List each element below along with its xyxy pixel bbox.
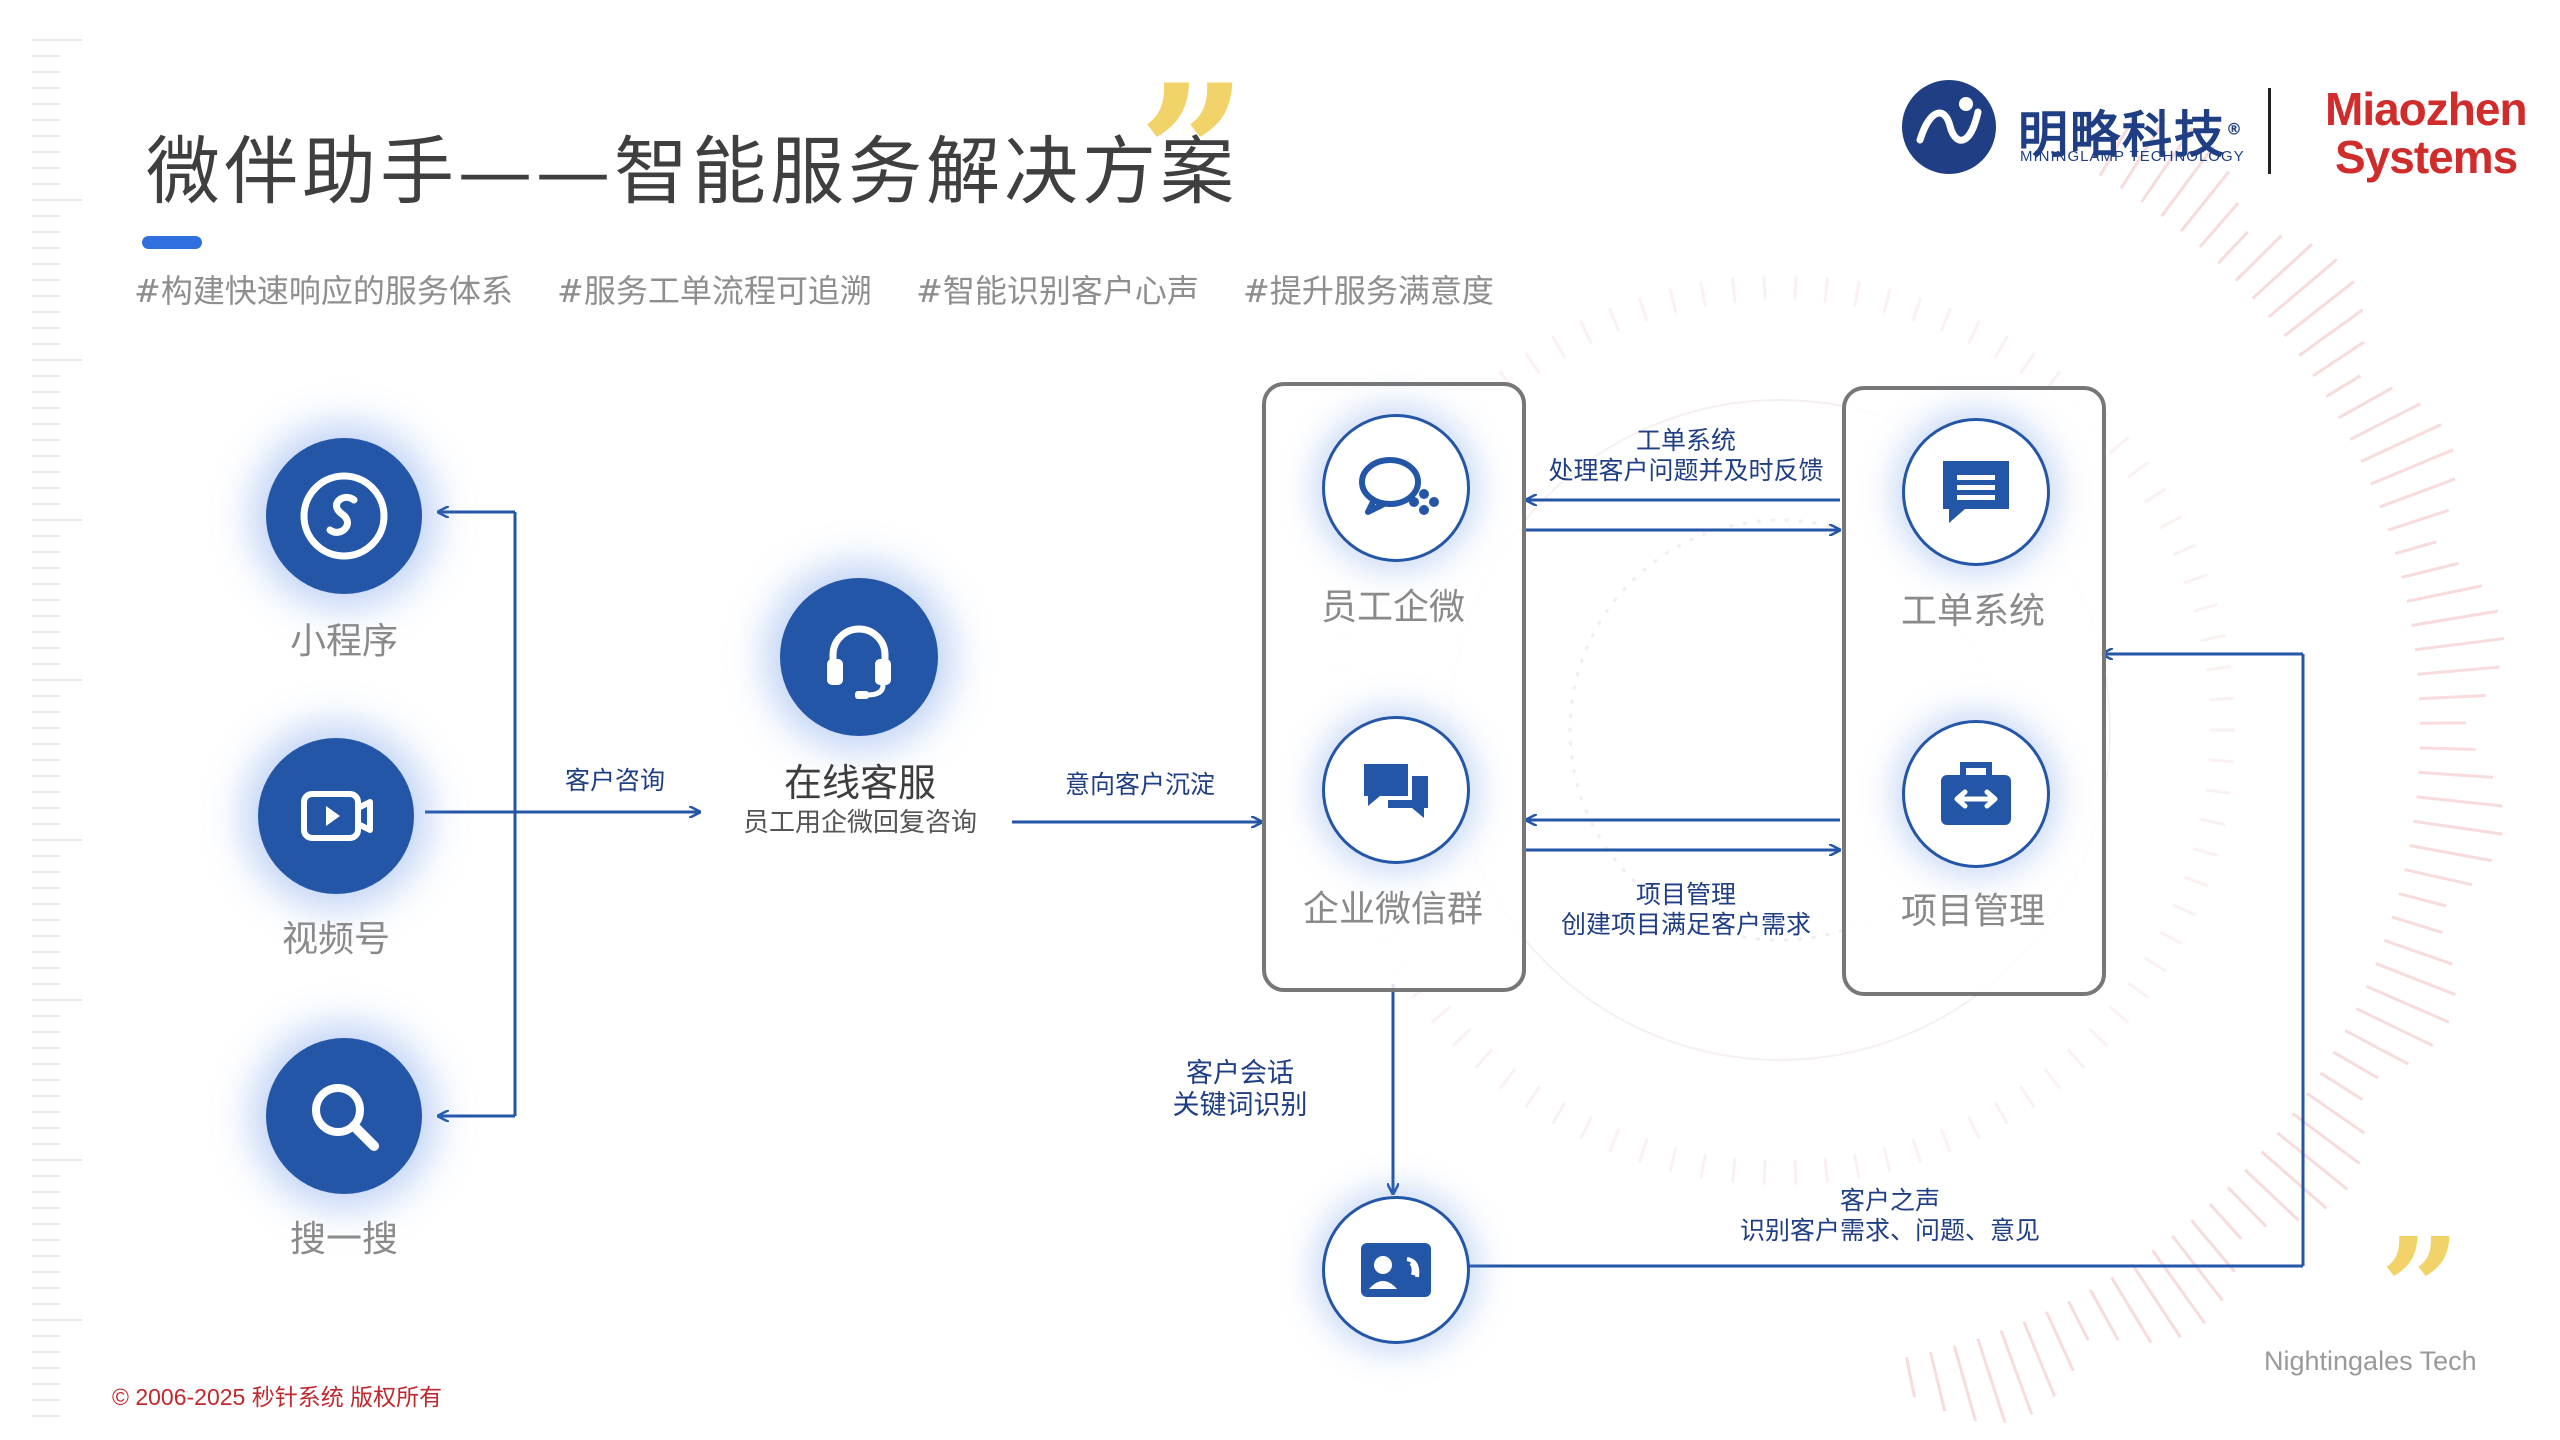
quote-mark-bottom: ” xyxy=(2380,1208,2461,1372)
message-icon xyxy=(1943,461,2009,523)
edge-label-ticket: 工单系统 处理客户问题并及时反馈 xyxy=(1536,426,1836,486)
search-icon xyxy=(312,1084,379,1151)
brand-name-en: MININGLAMP TECHNOLOGY xyxy=(2020,148,2245,165)
chat-bubbles-icon xyxy=(1359,457,1439,515)
edge-label-voice-line1: 客户之声 xyxy=(1839,1186,1940,1215)
ticket-system-label: 工单系统 xyxy=(1900,591,2045,632)
edge-label-project-line1: 项目管理 xyxy=(1635,880,1736,909)
contact-card-icon xyxy=(1361,1243,1431,1297)
edge-label-ticket-line2: 处理客户问题并及时反馈 xyxy=(1548,456,1824,485)
edge-label-ticket-line1: 工单系统 xyxy=(1635,426,1736,455)
miaozhen-logo-line1: Miaozhen xyxy=(2325,83,2528,135)
edge-label-session-line1: 客户会话 xyxy=(1186,1058,1294,1089)
staff-wecom-label: 员工企微 xyxy=(1320,587,1465,628)
edge-label-project-line2: 创建项目满足客户需求 xyxy=(1560,910,1811,939)
edge-label-session: 客户会话 关键词识别 xyxy=(1130,1058,1350,1123)
watermark-text: Nightingales Tech xyxy=(2264,1346,2477,1376)
online-service-node[interactable] xyxy=(780,578,938,736)
online-service-title: 在线客服 xyxy=(783,761,936,805)
edge-label-voice: 客户之声 识别客户需求、问题、意见 xyxy=(1720,1186,2060,1246)
edge-label-project: 项目管理 创建项目满足客户需求 xyxy=(1536,880,1836,940)
channel-miniprogram-label: 小程序 xyxy=(289,621,398,662)
channel-video-label: 视频号 xyxy=(281,919,390,960)
edge-label-voice-line2: 识别客户需求、问题、意见 xyxy=(1739,1216,2040,1245)
miniprogram-icon xyxy=(300,472,388,560)
tag-list: #构建快速响应的服务体系 #服务工单流程可追溯 #智能识别客户心声 #提升服务满… xyxy=(134,266,1528,312)
brand-name-cn: 明略科技® xyxy=(2018,106,2244,164)
mininglamp-logo-icon xyxy=(1902,80,1996,174)
copyright-text: © 2006-2025 秒针系统 版权所有 xyxy=(112,1384,443,1410)
channel-video[interactable] xyxy=(258,738,414,894)
edge-label-consult: 客户咨询 xyxy=(564,766,665,795)
channel-miniprogram[interactable] xyxy=(266,438,422,594)
project-mgmt-label: 项目管理 xyxy=(1900,891,2045,932)
customer-voice-node[interactable] xyxy=(1322,1196,1470,1344)
briefcase-icon xyxy=(1941,762,2011,825)
wecom-group-node[interactable] xyxy=(1322,716,1470,864)
staff-wecom-node[interactable] xyxy=(1322,414,1470,562)
brand-divider xyxy=(2268,88,2271,174)
headset-icon xyxy=(827,625,891,699)
online-service-subtitle: 员工用企微回复咨询 xyxy=(742,808,977,838)
quote-mark-top: ” xyxy=(1138,43,1248,266)
project-mgmt-node[interactable] xyxy=(1902,720,2050,868)
channel-search-label: 搜一搜 xyxy=(289,1219,398,1260)
tag-item: #构建快速响应的服务体系 xyxy=(134,272,513,310)
title-underline xyxy=(142,236,202,249)
page-title: 微伴助手——智能服务解决方案 xyxy=(146,129,1238,215)
tag-item: #智能识别客户心声 xyxy=(916,272,1199,310)
edge-label-intent: 意向客户沉淀 xyxy=(1064,770,1215,799)
miaozhen-logo-line2: Systems xyxy=(2335,131,2518,183)
tag-item: #服务工单流程可追溯 xyxy=(557,272,872,310)
channel-search[interactable] xyxy=(266,1038,422,1194)
ticket-system-node[interactable] xyxy=(1902,418,2050,566)
video-channel-icon xyxy=(301,791,373,841)
tag-item: #提升服务满意度 xyxy=(1243,272,1494,310)
edge-label-session-line2: 关键词识别 xyxy=(1172,1090,1308,1122)
group-chat-icon xyxy=(1364,764,1428,818)
wecom-group-label: 企业微信群 xyxy=(1302,889,1483,930)
